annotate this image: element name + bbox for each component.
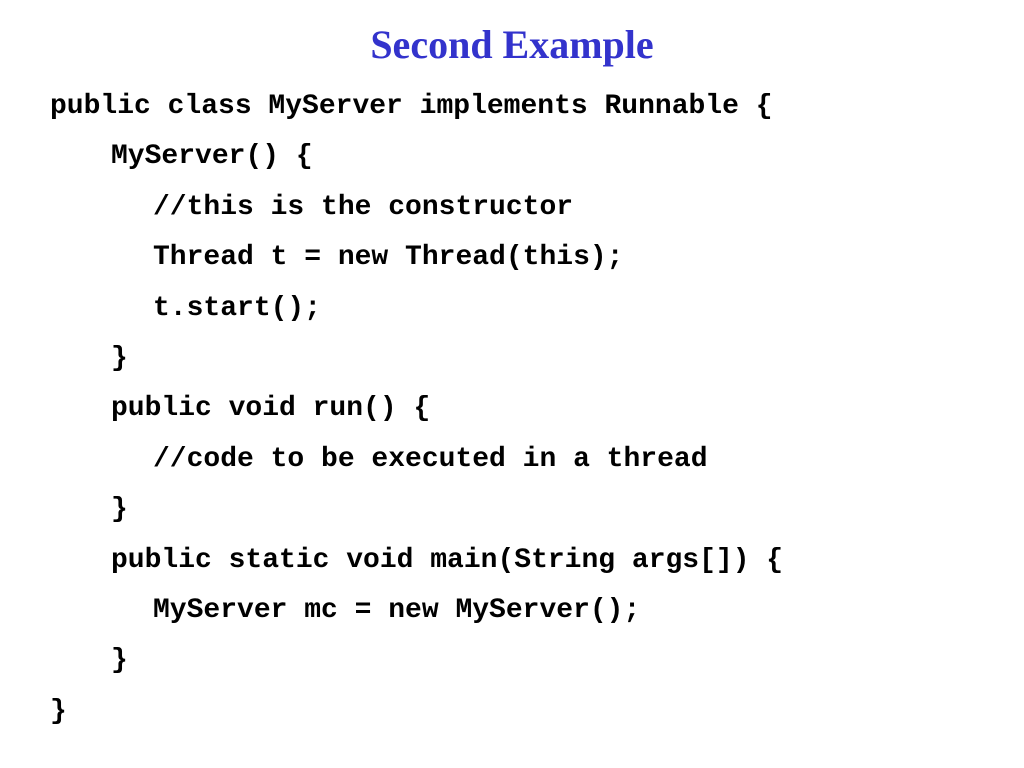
code-line-constructor-comment: //this is the constructor xyxy=(153,191,574,223)
code-line-main-close: } xyxy=(111,645,128,677)
slide-title: Second Example xyxy=(370,22,654,67)
code-line-class-close: } xyxy=(50,695,67,727)
code-line-run-close: } xyxy=(111,494,128,526)
code-line-constructor-close: } xyxy=(111,342,128,374)
code-line-server-instantiation: MyServer mc = new MyServer(); xyxy=(153,594,641,626)
code-line-thread-start: t.start(); xyxy=(153,292,322,324)
code-line-class-declaration: public class MyServer implements Runnabl… xyxy=(50,91,773,122)
code-block: public class MyServer implements Runnabl… xyxy=(50,82,783,737)
code-line-main-declaration: public static void main(String args[]) { xyxy=(111,544,784,576)
code-line-constructor-declaration: MyServer() { xyxy=(111,141,313,173)
code-line-run-comment: //code to be executed in a thread xyxy=(153,443,708,475)
code-line-run-declaration: public void run() { xyxy=(111,393,431,425)
code-line-thread-creation: Thread t = new Thread(this); xyxy=(153,242,624,274)
